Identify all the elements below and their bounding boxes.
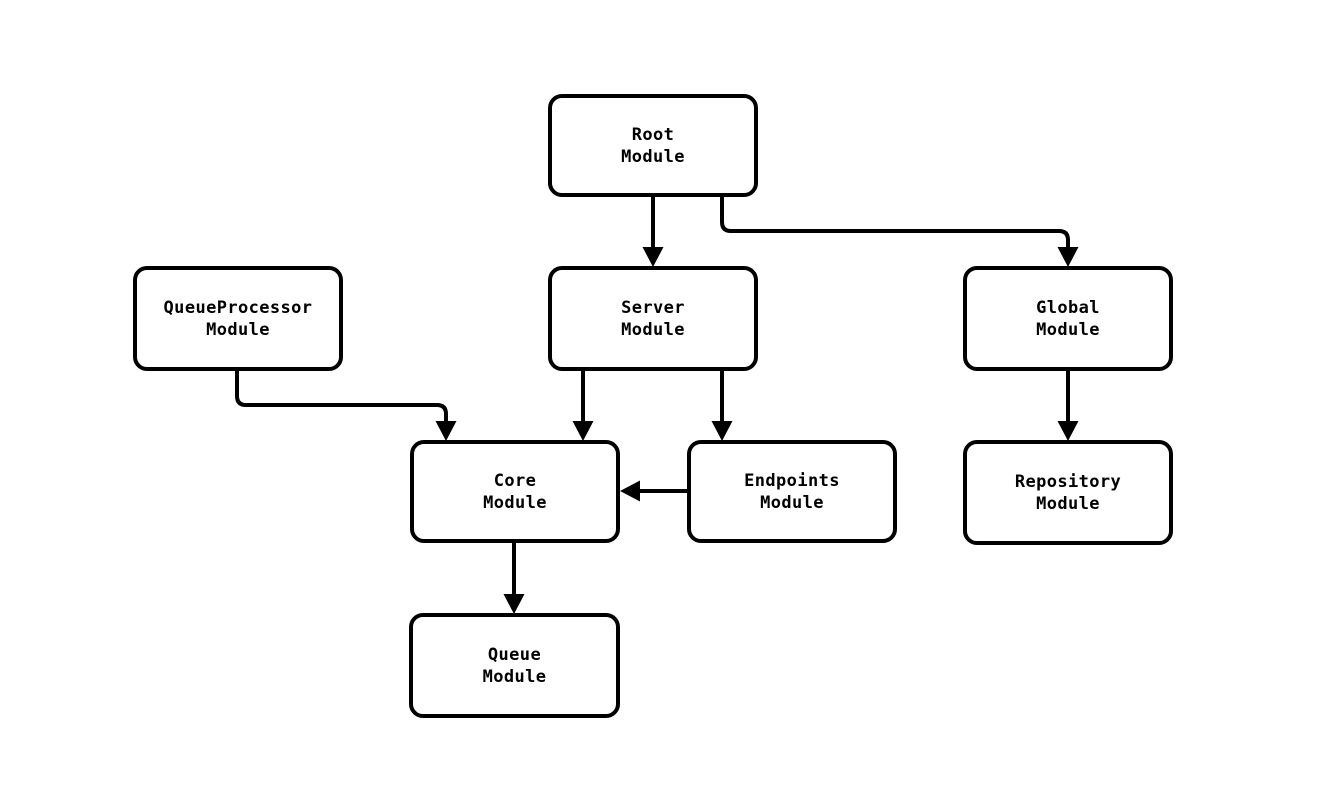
node-queue[interactable]: Queue Module [409,613,620,718]
edge-server-to-core [572,371,594,441]
edge-server-to-endpoints [711,371,733,441]
node-server[interactable]: Server Module [548,266,758,371]
edge-core-to-queue [503,543,525,614]
arrowhead-core-to-queue [503,594,525,614]
arrowhead-queueprocessor-to-core [435,421,457,441]
arrowhead-server-to-core [572,421,594,441]
node-global[interactable]: Global Module [963,266,1173,371]
arrowhead-server-to-endpoints [711,421,733,441]
edge-root-to-global [720,197,1079,267]
edge-global-to-repository [1057,371,1079,441]
node-label-endpoints: Endpoints Module [744,470,840,513]
arrowhead-global-to-repository [1057,421,1079,441]
arrowhead-root-to-server [642,247,664,267]
arrowhead-root-to-global [1057,247,1079,267]
node-endpoints[interactable]: Endpoints Module [687,440,897,543]
edge-endpoints-to-core [620,480,687,502]
edge-line-root-to-global [720,197,1070,253]
node-label-root: Root Module [621,124,685,167]
node-core[interactable]: Core Module [410,440,620,543]
edge-root-to-server [642,197,664,267]
node-label-repository: Repository Module [1014,471,1122,514]
node-label-global: Global Module [1036,297,1100,340]
arrowhead-endpoints-to-core [620,480,640,502]
node-root[interactable]: Root Module [548,94,758,197]
node-label-server: Server Module [621,297,685,340]
edges-group [235,197,1079,614]
node-label-queueprocessor: QueueProcessor Module [163,297,313,340]
node-queueprocessor[interactable]: QueueProcessor Module [133,266,343,371]
node-repository[interactable]: Repository Module [963,440,1173,545]
node-label-queue: Queue Module [482,644,547,687]
edge-line-queueprocessor-to-core [235,371,448,427]
edge-queueprocessor-to-core [235,371,457,441]
node-label-core: Core Module [483,470,547,513]
